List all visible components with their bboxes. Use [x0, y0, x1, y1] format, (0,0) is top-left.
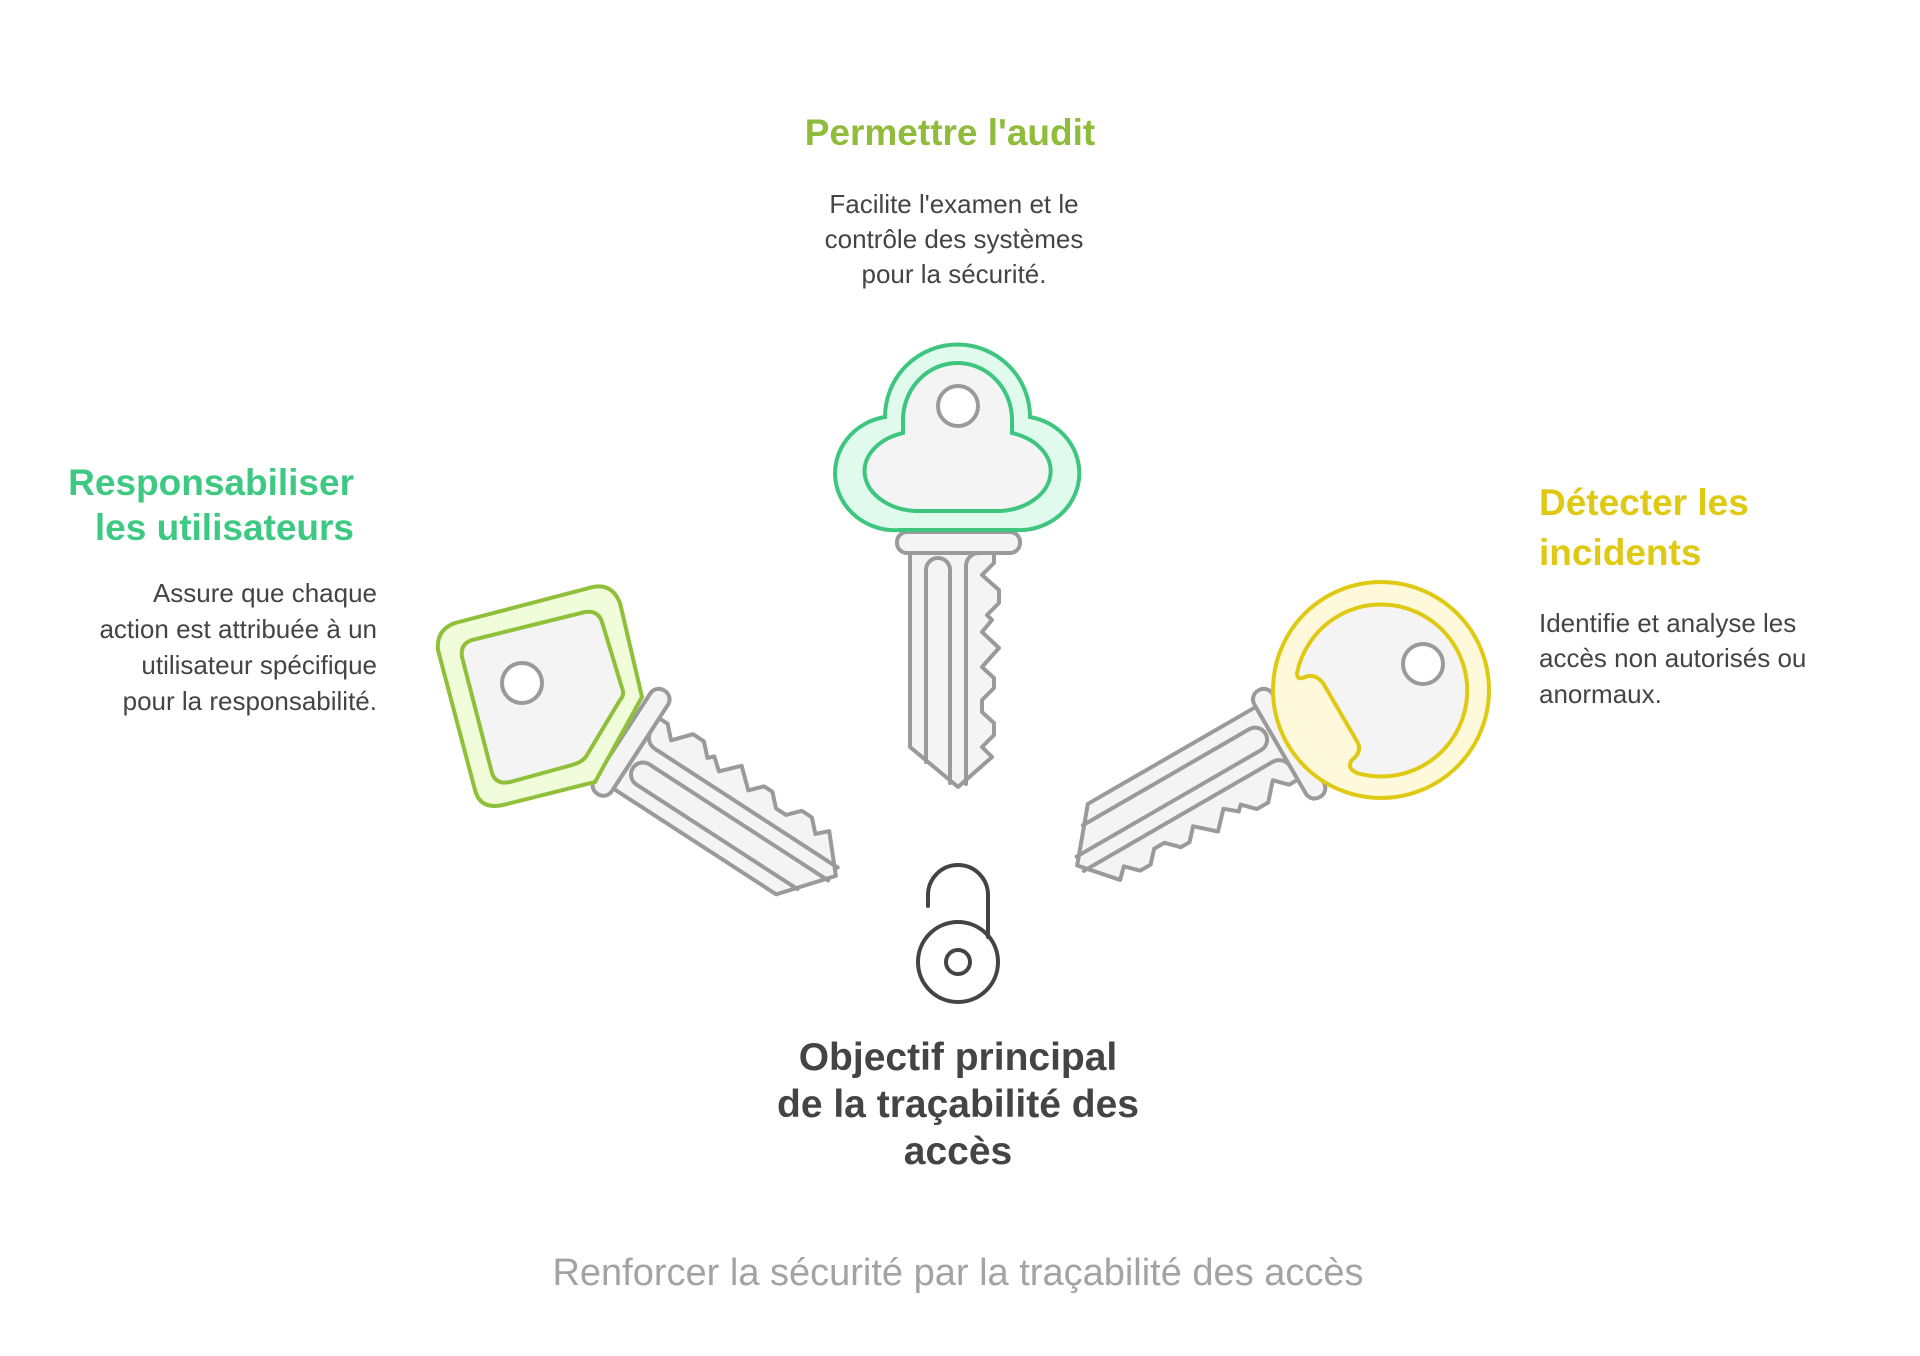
key-users	[435, 584, 872, 930]
incidents-desc-line: anormaux.	[1539, 679, 1662, 709]
center-title-line: accès	[904, 1130, 1012, 1173]
users-desc-line: pour la responsabilité.	[123, 686, 377, 716]
audit-desc-line: contrôle des systèmes	[825, 224, 1084, 254]
key-hole	[500, 661, 544, 705]
incidents-desc-line: accès non autorisés ou	[1539, 643, 1806, 673]
key-head-inner	[459, 609, 626, 785]
incidents-title-line: incidents	[1539, 532, 1701, 573]
center-title-line: Objectif principal	[799, 1036, 1118, 1079]
users-title-line: Responsabiliser	[68, 462, 354, 503]
key-head-inner	[862, 361, 1053, 513]
footer-caption: Renforcer la sécurité par la traçabilité…	[552, 1252, 1363, 1294]
key-audit	[833, 342, 1082, 789]
audit-desc-line: Facilite l'examen et le	[829, 189, 1078, 219]
users-desc-line: Assure que chaque	[153, 578, 377, 608]
incidents-title-line: Détecter les	[1539, 482, 1749, 523]
key-blade	[895, 530, 1022, 789]
users-title-line: les utilisateurs	[95, 507, 354, 548]
audit-title: Permettre l'audit	[805, 112, 1096, 153]
audit-desc-line: pour la sécurité.	[862, 259, 1047, 289]
key-hole	[936, 384, 980, 428]
users-desc-line: utilisateur spécifique	[141, 650, 377, 680]
incidents-desc-line: Identifie et analyse les	[1539, 608, 1796, 638]
open-padlock-icon	[916, 863, 1000, 1004]
key-blade	[586, 683, 872, 930]
users-desc-line: action est attribuée à un	[99, 614, 377, 644]
key-hole	[1401, 642, 1445, 686]
center-title-line: de la traçabilité des	[777, 1083, 1139, 1126]
key-incidents	[1044, 580, 1491, 922]
